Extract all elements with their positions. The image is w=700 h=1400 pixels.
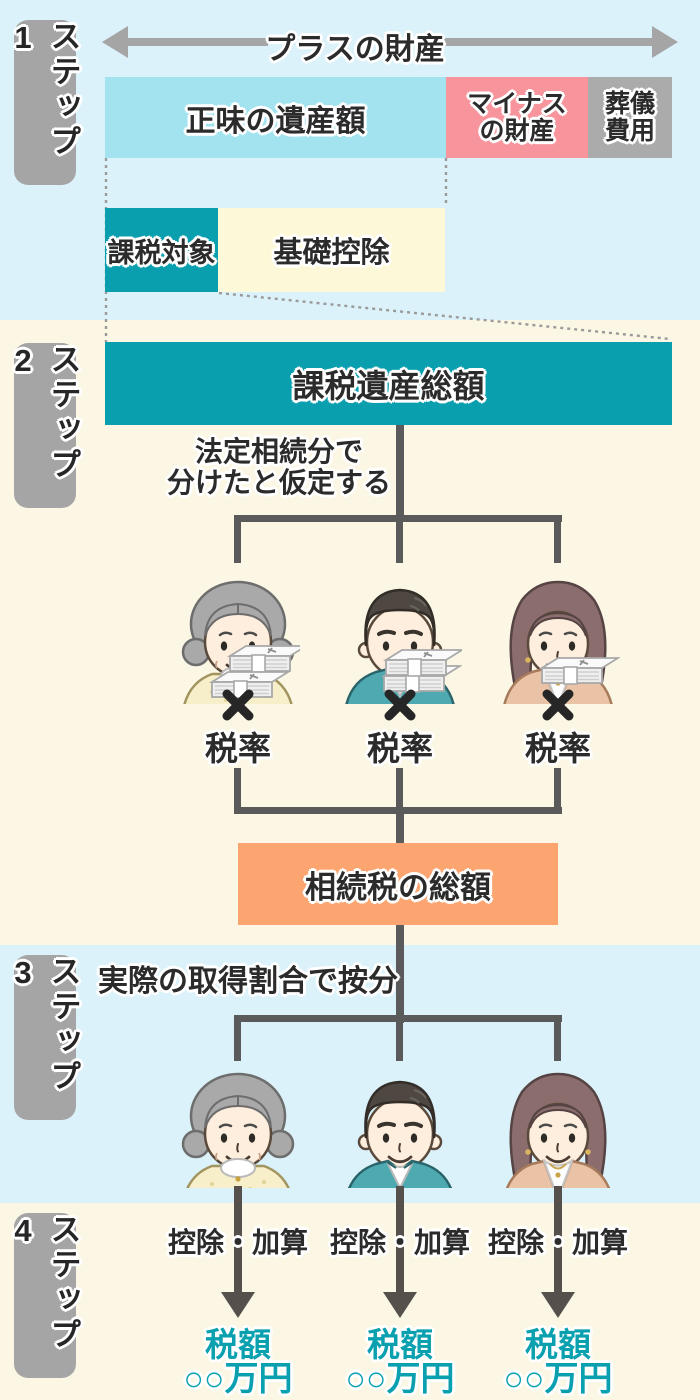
tax-amount-value: ○○万円 xyxy=(345,1360,455,1398)
connector-line xyxy=(234,1015,241,1061)
tax-amount-title: 税額 xyxy=(525,1326,591,1363)
elderly-woman-icon xyxy=(176,566,300,704)
connector-line xyxy=(396,425,404,522)
step4-background xyxy=(0,1203,700,1400)
minus-assets-label-line1: マイナス xyxy=(467,89,567,118)
connector-line xyxy=(554,1015,561,1061)
tax-rate-label: 税率 xyxy=(525,730,591,767)
adjustment-label: 控除・加算 xyxy=(487,1227,628,1258)
arrow-right-head-icon xyxy=(652,26,678,58)
multiply-icon xyxy=(320,688,480,727)
money-stacks-icon xyxy=(370,644,462,704)
basic-deduction-label: 基礎控除 xyxy=(273,237,390,269)
net-estate-label: 正味の遺産額 xyxy=(185,104,366,138)
step2-label: ステップ2 xyxy=(6,343,81,508)
basic-deduction-segment: 基礎控除 xyxy=(218,208,445,292)
taxable-label: 課税対象 xyxy=(107,237,216,268)
money-stacks-icon xyxy=(208,644,300,704)
connector-line xyxy=(396,925,404,1023)
step3-label: ステップ3 xyxy=(6,955,81,1120)
tax-amount-title: 税額 xyxy=(205,1326,271,1363)
middle-aged-man-icon xyxy=(338,1058,462,1188)
down-arrow-head-icon xyxy=(541,1292,575,1318)
tax-amount-title: 税額 xyxy=(367,1326,433,1363)
total-inheritance-tax-bar: 相続税の総額 xyxy=(238,843,558,925)
step4-label: ステップ4 xyxy=(6,1213,81,1378)
tax-rate-label: 税率 xyxy=(205,730,271,767)
taxable-bar: 課税対象 基礎控除 xyxy=(105,208,445,292)
actual-share-note: 実際の取得割合で按分 xyxy=(98,965,398,998)
tax-amount-value: ○○万円 xyxy=(503,1360,613,1398)
minus-assets-label-line2: の財産 xyxy=(479,116,555,145)
down-arrow-shaft xyxy=(396,1186,404,1294)
funeral-cost-segment: 葬儀 費用 xyxy=(588,77,672,158)
connector-line xyxy=(554,515,561,563)
plus-assets-arrow-shaft-left xyxy=(116,38,268,46)
connector-line xyxy=(234,515,241,563)
adjustment-label: 控除・加算 xyxy=(329,1227,470,1258)
total-taxable-estate-bar: 課税遺産総額 xyxy=(105,342,672,425)
down-arrow-head-icon xyxy=(383,1292,417,1318)
middle-aged-man-icon xyxy=(338,566,462,704)
total-inheritance-tax-label: 相続税の総額 xyxy=(305,869,491,905)
step1-label: ステップ1 xyxy=(6,20,81,185)
connector-line xyxy=(234,768,241,814)
connector-line xyxy=(396,515,403,563)
total-taxable-estate-label: 課税遺産総額 xyxy=(292,367,485,404)
tax-rate-label: 税率 xyxy=(367,730,433,767)
middle-aged-woman-icon xyxy=(496,1058,620,1188)
statutory-share-note-line2: 分けたと仮定する xyxy=(166,467,391,498)
taxable-segment: 課税対象 xyxy=(105,208,218,292)
statutory-share-note: 法定相続分で 分けたと仮定する xyxy=(163,436,395,498)
plus-assets-title: プラスの財産 xyxy=(265,33,445,66)
funeral-cost-label-line1: 葬儀 xyxy=(604,89,655,118)
money-stacks-icon xyxy=(528,644,620,704)
connector-line xyxy=(396,1015,403,1061)
statutory-share-note-line1: 法定相続分で xyxy=(194,436,363,467)
funeral-cost-label-line2: 費用 xyxy=(604,116,655,145)
multiply-icon xyxy=(158,688,318,727)
assets-bar: 正味の遺産額 マイナス の財産 葬儀 費用 xyxy=(105,77,672,158)
down-arrow-shaft xyxy=(234,1186,242,1294)
connector-line xyxy=(554,768,561,814)
connector-line xyxy=(396,810,404,846)
arrow-left-head-icon xyxy=(102,26,128,58)
minus-assets-segment: マイナス の財産 xyxy=(446,77,588,158)
down-arrow-head-icon xyxy=(221,1292,255,1318)
net-estate-segment: 正味の遺産額 xyxy=(105,77,446,158)
connector-line xyxy=(396,768,403,814)
tax-amount-value: ○○万円 xyxy=(183,1360,293,1398)
down-arrow-shaft xyxy=(554,1186,562,1294)
step3-background xyxy=(0,945,700,1203)
plus-assets-arrow-shaft-right xyxy=(440,38,662,46)
multiply-icon xyxy=(478,688,638,727)
middle-aged-woman-icon xyxy=(496,566,620,704)
adjustment-label: 控除・加算 xyxy=(167,1227,308,1258)
elderly-woman-icon xyxy=(176,1058,300,1188)
